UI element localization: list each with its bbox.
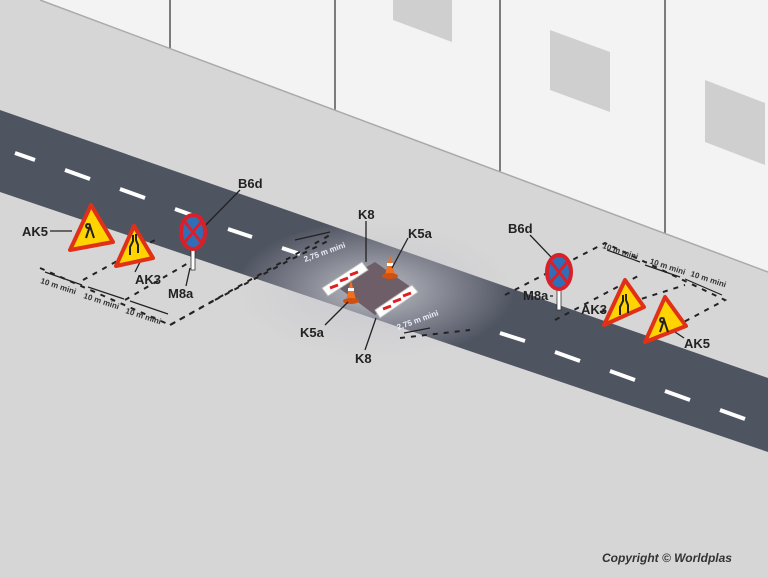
label-m8a-left: M8a [168,286,194,301]
ak3-sign-left [114,224,155,268]
dimension-arrows [44,231,723,334]
b6d-sign-left [179,213,207,271]
ak5-sign-left [68,203,115,252]
label-ak5-right: AK5 [684,336,710,351]
k5a-cone-top [382,255,398,279]
building-edges [39,0,768,273]
ak3-sign-right [602,278,646,327]
label-ak3-right: AK3 [581,302,607,317]
label-ak3-left: AK3 [135,272,161,287]
k8-barrier-top [321,261,369,297]
label-b6d-right: B6d [508,221,533,236]
label-k5a-top: K5a [408,226,433,241]
copyright: Copyright © Worldplas [602,551,732,565]
label-b6d-left: B6d [238,176,263,191]
building-windows [393,0,765,165]
lane-markings [14,151,746,421]
label-k8-top: K8 [358,207,375,222]
label-ak5-left: AK5 [22,224,48,239]
label-m8a-right: M8a [523,288,549,303]
b6d-sign-right [545,253,573,311]
label-k8-bottom: K8 [355,351,372,366]
ak5-sign-right [643,295,688,344]
k8-barrier-bottom [374,284,419,319]
label-k5a-bottom: K5a [300,325,325,340]
leader-lines [50,189,685,351]
